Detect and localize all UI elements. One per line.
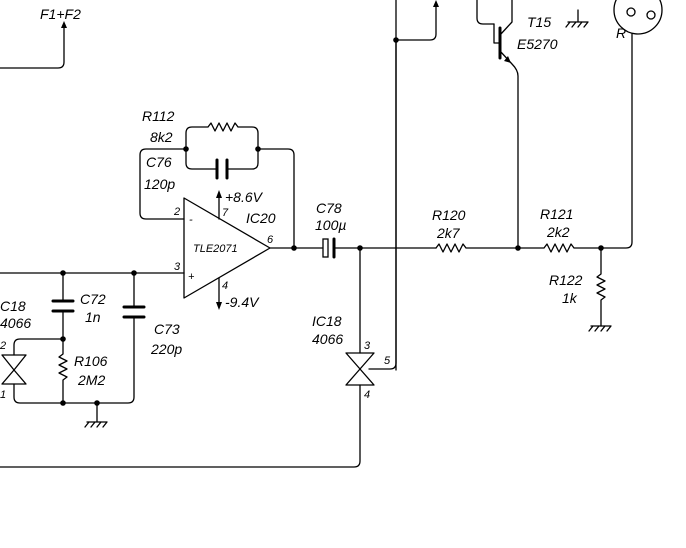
- r112-ref: R112: [142, 108, 175, 124]
- t15-collector: [493, 23, 501, 44]
- ic20-plus: +: [188, 271, 195, 283]
- t15-lead-up: [499, 0, 513, 36]
- junction-63-403: [60, 400, 66, 406]
- switch-ic18-right: IC18 4066 3 4 5: [0, 39, 397, 468]
- capacitor-c78: C78 100µ: [315, 200, 437, 259]
- c76-ref: C76: [146, 154, 172, 170]
- connector-pin-b: [646, 10, 656, 20]
- r122-ref: R122: [549, 272, 583, 288]
- ic18-left-wire: [13, 338, 64, 356]
- ic20-pos-arrow-icon: [216, 190, 222, 198]
- r122-resistor: [596, 247, 606, 327]
- r121-resistor: [517, 243, 602, 253]
- c73-ref: C73: [154, 321, 180, 337]
- net-f1f2: F1+F2: [0, 6, 81, 69]
- junction-186-149: [183, 146, 189, 152]
- f1f2-label: F1+F2: [40, 6, 81, 22]
- r120-value: 2k7: [436, 225, 461, 241]
- ic18-right-control-wire: [368, 39, 397, 370]
- feedback-wire-left: [139, 148, 187, 220]
- junction-294-248: [291, 245, 297, 251]
- c78-value: 100µ: [315, 217, 346, 233]
- ic18-left-value: 4066: [0, 315, 31, 331]
- top-arrow-icon: [433, 0, 439, 7]
- ic20-pin4: 4: [222, 280, 228, 292]
- r122-ground-icon: [588, 325, 612, 332]
- opamp-ic20: TLE2071 IC20 - + 2 3 7 4 6 +8.6V -9.4V: [173, 189, 323, 310]
- t15-emitter-arrow-icon: [504, 56, 511, 63]
- ic20-minus: -: [189, 214, 193, 226]
- t15-value: E5270: [517, 36, 558, 52]
- feedback-network: R112 8k2 C76 120p: [139, 108, 295, 249]
- r106-ref: R106: [74, 353, 108, 369]
- arrow-branch-wire: [395, 5, 437, 41]
- ic20-pin2: 2: [173, 206, 180, 218]
- ic20-ref: IC20: [246, 210, 276, 226]
- ic18-left-pin-b: 1: [0, 389, 6, 401]
- f1f2-arrow-icon: [61, 21, 67, 28]
- ic18-right-bottom-wire: [0, 384, 361, 468]
- transistor-t15: T15 E5270: [476, 0, 589, 249]
- ic18-right-pin5: 5: [384, 355, 391, 367]
- junction-258-149: [255, 146, 261, 152]
- top-wires: [393, 0, 439, 371]
- r112-resistor: [185, 122, 259, 150]
- output-resistors: R120 2k7 R121 2k2 R122 1k: [432, 206, 612, 332]
- ic20-pos-supply: +8.6V: [225, 189, 264, 205]
- ic20-neg-arrow-icon: [216, 302, 222, 310]
- ic18-left-pin-a: 2: [0, 340, 6, 352]
- connector-r: R: [600, 0, 663, 249]
- ic20-pin3: 3: [174, 261, 181, 273]
- c72-value: 1n: [85, 309, 101, 325]
- r112-value: 8k2: [150, 129, 173, 145]
- connector-r-label: R: [616, 25, 626, 41]
- ic18-right-ref: IC18: [312, 313, 342, 329]
- c78-plate-1: [322, 238, 329, 258]
- c72-ref: C72: [80, 291, 106, 307]
- r106-value: 2M2: [77, 372, 105, 388]
- c73-value: 220p: [150, 341, 182, 357]
- r121-value: 2k2: [546, 224, 570, 240]
- ic18-right-value: 4066: [312, 331, 343, 347]
- r121-ref: R121: [540, 206, 573, 222]
- connector-pin-a: [626, 7, 636, 17]
- r106-ground-icon: [84, 402, 108, 428]
- connector-r-shell: [613, 0, 663, 35]
- ic20-pin6: 6: [267, 234, 274, 246]
- c78-ref: C78: [316, 200, 342, 216]
- t15-base-wire: [476, 0, 495, 25]
- ic20-part: TLE2071: [193, 243, 238, 255]
- connector-r-wire: [600, 33, 633, 249]
- f1f2-wire: [0, 25, 65, 69]
- t15-emitter: [499, 50, 519, 249]
- t15-ref: T15: [527, 14, 551, 30]
- r106-resistor: [58, 338, 68, 404]
- feedback-wire-right: [257, 148, 295, 249]
- ic18-right-pin3: 3: [364, 340, 371, 352]
- r122-value: 1k: [562, 290, 578, 306]
- ic18-left-ref: C18: [0, 298, 26, 314]
- ic18-right-pin4: 4: [364, 389, 370, 401]
- c76-value: 120p: [144, 176, 175, 192]
- r120-ref: R120: [432, 207, 466, 223]
- r120-resistor: [435, 243, 519, 253]
- switch-ic18-left: C18 4066 2 1: [0, 298, 64, 401]
- c73-leads: [13, 272, 135, 404]
- ic18-left-switch-icon: [1, 354, 27, 385]
- c76-capacitor-leads: [185, 148, 259, 170]
- ic20-pin7: 7: [222, 207, 229, 219]
- ic20-body: [183, 197, 271, 299]
- t15-ground-icon: [565, 9, 589, 28]
- ic20-neg-supply: -9.4V: [225, 294, 260, 310]
- input-network: C72 1n R106 2M2 C73 220p: [0, 270, 185, 428]
